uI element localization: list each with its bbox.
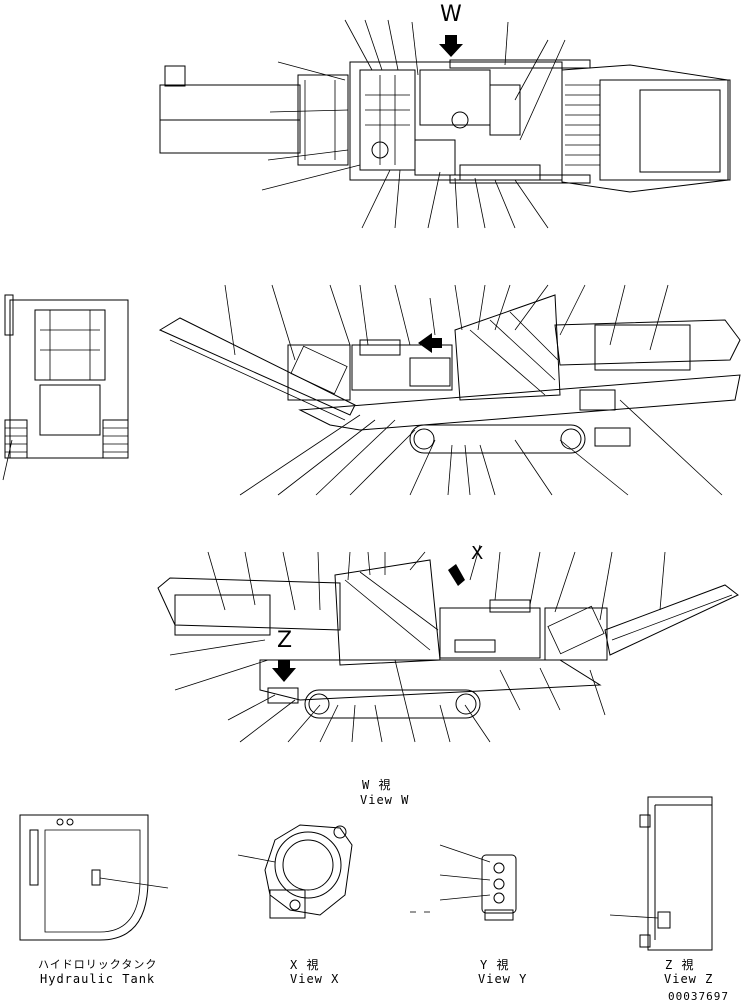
hydraulic-tank-detail: [19, 814, 169, 941]
top-plan-view: [159, 19, 731, 229]
front-end-view: [2, 294, 129, 481]
hydraulic-tank-title-en: Hydraulic Tank: [40, 972, 156, 986]
drawing-number: 00037697: [668, 990, 729, 1003]
side-view-lower: [157, 544, 739, 743]
view-w-marker: W: [440, 2, 463, 27]
view-y-title-en: View Y: [478, 972, 528, 986]
view-z-title-jp: Z 視: [665, 958, 695, 972]
view-z-title-en: View Z: [664, 972, 714, 986]
view-x-detail: [237, 824, 353, 919]
view-x-title-en: View X: [290, 972, 340, 986]
hydraulic-tank-title-jp: ハイドロリックタンク: [38, 958, 158, 971]
view-y-title-jp: Y 視: [480, 958, 510, 972]
view-x-title-jp: X 視: [290, 958, 320, 972]
view-z-marker: Z: [277, 628, 294, 653]
view-z-detail: [609, 796, 713, 951]
view-w-title-jp: W 視: [362, 778, 392, 792]
view-y-detail: [410, 844, 517, 921]
side-view-upper: [158, 284, 741, 496]
view-w-title-en: View W: [360, 793, 410, 807]
view-x-marker: X: [471, 543, 485, 564]
